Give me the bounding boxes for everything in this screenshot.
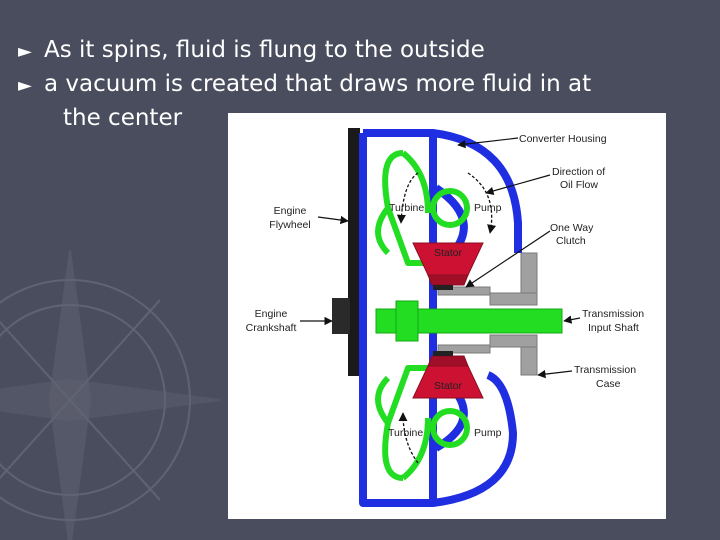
label-converter-housing: Converter Housing bbox=[519, 133, 607, 145]
label-turbine-top: Turbine bbox=[389, 202, 424, 214]
stator bbox=[412, 242, 484, 399]
torque-converter-diagram: Converter Housing Direction of Oil Flow … bbox=[228, 113, 666, 519]
label-transmission-case-1: Transmission bbox=[574, 364, 636, 376]
bullet-item-1: ► As it spins, fluid is flung to the outs… bbox=[18, 34, 708, 68]
label-one-way-clutch-2: Clutch bbox=[556, 235, 586, 247]
bullet-text-2: a vacuum is created that draws more flui… bbox=[44, 71, 592, 97]
transmission-case bbox=[437, 252, 538, 376]
label-stator-top: Stator bbox=[434, 247, 463, 259]
label-turbine-bottom: Turbine bbox=[388, 427, 423, 439]
input-shaft bbox=[375, 300, 563, 342]
engine-flywheel bbox=[332, 128, 360, 376]
oil-flow-arrows bbox=[396, 172, 497, 464]
label-stator-bottom: Stator bbox=[434, 380, 463, 392]
label-one-way-clutch-1: One Way bbox=[550, 222, 594, 234]
diagram-labels: Converter Housing Direction of Oil Flow … bbox=[246, 133, 645, 439]
bullet-marker-icon: ► bbox=[18, 41, 32, 62]
one-way-clutch bbox=[433, 285, 453, 356]
label-pump-bottom: Pump bbox=[474, 427, 502, 439]
label-transmission-input-shaft-2: Input Shaft bbox=[588, 322, 639, 334]
label-pump-top: Pump bbox=[474, 202, 502, 214]
compass-watermark bbox=[0, 249, 221, 540]
bullet-list: ► As it spins, fluid is flung to the outs… bbox=[18, 34, 708, 135]
label-engine-flywheel-1: Engine bbox=[274, 205, 307, 217]
bullet-item-2: ► a vacuum is created that draws more flu… bbox=[18, 68, 708, 102]
callout-leader-lines bbox=[300, 137, 581, 379]
label-direction-oil-flow-2: Oil Flow bbox=[560, 179, 598, 191]
label-engine-crankshaft-2: Crankshaft bbox=[246, 322, 297, 334]
bullet-text-1: As it spins, fluid is flung to the outsi… bbox=[44, 37, 485, 63]
label-direction-oil-flow-1: Direction of bbox=[552, 166, 605, 178]
bullet-marker-icon: ► bbox=[18, 75, 32, 96]
label-engine-crankshaft-1: Engine bbox=[255, 308, 288, 320]
label-transmission-case-2: Case bbox=[596, 378, 621, 390]
bullet-continuation: the center bbox=[63, 105, 183, 131]
label-engine-flywheel-2: Flywheel bbox=[269, 219, 310, 231]
label-transmission-input-shaft-1: Transmission bbox=[582, 308, 644, 320]
turbine bbox=[375, 150, 470, 481]
